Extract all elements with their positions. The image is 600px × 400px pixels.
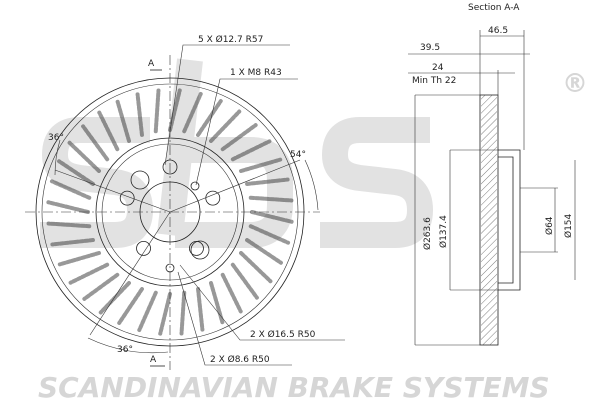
- label-bolt-holes: 5 X Ø12.7 R57: [198, 34, 263, 45]
- disc-front-view: A A 5 X Ø12.7 R57 1 X M8 R43 36° 54° 36°…: [25, 34, 345, 370]
- leader-holes-16-5: [179, 264, 345, 341]
- vent-slot: [46, 200, 90, 214]
- hat-inner-section: [498, 156, 514, 284]
- vent-slot: [168, 88, 182, 132]
- vent-slot: [250, 210, 294, 224]
- label-39-5: 39.5: [420, 43, 440, 53]
- vent-slot: [117, 287, 144, 325]
- disc-section-view: Section A-A 46.5 39.5 24 Min Th 22 Ø263.…: [408, 3, 576, 346]
- cut-label-top: A: [148, 59, 155, 69]
- vent-slot: [182, 91, 203, 134]
- vent-slot: [179, 290, 187, 336]
- label-holes-8-6: 2 X Ø8.6 R50: [210, 354, 270, 365]
- vent-slot: [50, 238, 95, 247]
- registered-mark: ®: [562, 69, 588, 99]
- angle-arc-right: [304, 159, 319, 211]
- vent-slot: [230, 139, 272, 162]
- vent-slot: [57, 251, 101, 267]
- vent-slot: [49, 179, 92, 200]
- brand-watermark: SCANDINAVIAN BRAKE SYSTEMS: [38, 371, 550, 400]
- label-d-bore: Ø64: [544, 216, 555, 235]
- leader-bolt-holes: [164, 44, 290, 166]
- vent-slot: [209, 281, 225, 325]
- vent-slot: [97, 110, 120, 152]
- section-hatching: [481, 95, 497, 345]
- vent-slot: [245, 238, 283, 265]
- vent-slot: [248, 195, 294, 203]
- vent-slot: [248, 224, 291, 245]
- label-d-hub: Ø154: [563, 213, 574, 238]
- vent-slot: [137, 290, 158, 333]
- aux-hole: [190, 240, 210, 260]
- vent-slot: [245, 177, 290, 186]
- angle-ray-left: [54, 169, 171, 213]
- angle-arc-left: [54, 139, 61, 176]
- vent-slot: [82, 272, 120, 301]
- cut-label-bottom: A: [150, 355, 157, 365]
- label-min-th: Min Th 22: [412, 76, 456, 86]
- section-title: Section A-A: [468, 3, 520, 13]
- aux-hole: [190, 181, 200, 191]
- vent-slot: [230, 262, 259, 300]
- label-24: 24: [432, 63, 444, 73]
- angle-arc-bottom: [87, 337, 169, 354]
- vent-slot: [153, 88, 161, 134]
- label-46-5: 46.5: [488, 26, 508, 36]
- label-d-hat: Ø137.4: [438, 215, 449, 248]
- vent-slot: [158, 292, 172, 336]
- vent-slot: [196, 287, 205, 332]
- vent-slot: [196, 99, 223, 137]
- label-thread: 1 X M8 R43: [230, 68, 282, 78]
- label-angle-left: 36°: [48, 133, 64, 143]
- bolt-hole: [119, 190, 135, 206]
- leader-holes-8-6: [177, 271, 292, 366]
- vent-slot: [68, 262, 110, 285]
- bolt-hole: [205, 190, 221, 206]
- hat-section: [498, 149, 521, 291]
- sbs-logo-watermark: [40, 58, 434, 248]
- vent-slot: [209, 109, 242, 143]
- label-angle-bottom: 36°: [117, 345, 133, 355]
- vent-slot: [46, 221, 92, 229]
- bolt-hole: [136, 241, 151, 256]
- vent-slot: [220, 123, 258, 152]
- label-d-outer: Ø263.6: [422, 217, 433, 250]
- angle-ray-bottom: [89, 211, 171, 336]
- vent-slot: [57, 159, 95, 186]
- vent-slot: [239, 251, 273, 284]
- vent-slot: [135, 92, 144, 137]
- label-angle-right: 54°: [290, 150, 306, 160]
- aux-hole: [130, 170, 150, 190]
- vent-slot: [67, 140, 101, 173]
- vent-slot: [115, 99, 131, 143]
- angle-ray-right: [169, 159, 301, 213]
- vent-slot: [98, 281, 131, 315]
- vent-slot: [220, 272, 243, 314]
- vent-slot: [239, 157, 283, 173]
- vent-slot: [81, 124, 110, 162]
- leader-thread: [195, 78, 298, 186]
- label-holes-16-5: 2 X Ø16.5 R50: [250, 329, 316, 340]
